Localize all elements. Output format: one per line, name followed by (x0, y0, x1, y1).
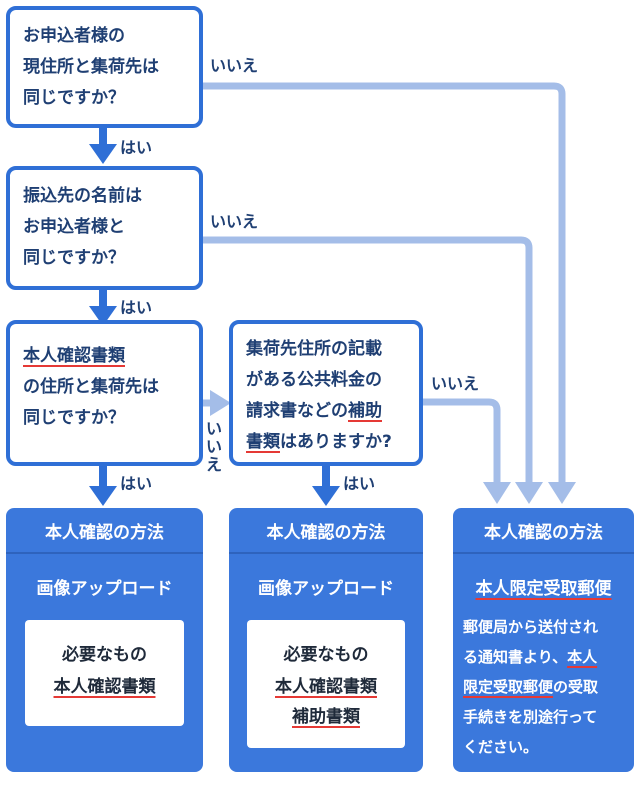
method-emphasis: 限定受取郵便 (463, 678, 554, 696)
no-label-q1: いいえ (210, 56, 259, 75)
method-emphasis: 本人 (567, 648, 598, 666)
no-arrowhead-q4 (483, 482, 511, 504)
question-4-line-4: 書類はありますか? (246, 427, 411, 458)
no-label-q2: いいえ (210, 212, 259, 231)
question-2-line-2: お申込者様と (23, 217, 125, 237)
question-2-line-3: 同じですか？ (23, 248, 125, 268)
yes-arrowhead-q3 (89, 486, 117, 506)
result-3-line-3: 限定受取郵便の受取 (463, 672, 628, 702)
question-4-line-1: 集荷先住所の記載 (246, 339, 382, 359)
result-3-line-1: 郵便局から送付され (463, 618, 599, 636)
result-3-line-2-text: る通知書より、 (463, 648, 568, 666)
result-box-3: 本人確認の方法 本人限定受取郵便 郵便局から送付され る通知書より、本人 限定受… (453, 508, 634, 772)
yes-shaft-q3 (99, 464, 107, 488)
result-box-1: 本人確認の方法 画像アップロード 必要なもの 本人確認書類 (6, 508, 203, 772)
no-arrowhead-q2 (515, 482, 543, 504)
result-2-divider (229, 552, 423, 554)
question-box-2: 振込先の名前は お申込者様と 同じですか？ (6, 166, 203, 290)
result-3-line-4: 手続きを別途行って (463, 708, 598, 726)
result-3-method: 本人限定受取郵便 (453, 574, 634, 599)
result-3-line-5: ください。 (463, 738, 539, 756)
document-emphasis: 書類 (246, 432, 280, 452)
yes-arrowhead-q1 (89, 144, 117, 164)
question-3-line-2: の住所と集荷先は (23, 377, 159, 397)
no-arrowhead-q3 (210, 390, 231, 416)
result-1-title: 本人確認の方法 (45, 523, 164, 543)
result-1-method: 画像アップロード (36, 579, 173, 599)
document-emphasis: 補助 (348, 401, 382, 421)
question-box-1: お申込者様の 現住所と集荷先は 同じですか？ (6, 6, 203, 128)
no-vertical-char-2: い (205, 437, 222, 456)
question-text-2: 振込先の名前は お申込者様と 同じですか？ (23, 181, 191, 274)
result-2-need-label: 必要なもの (283, 645, 369, 665)
yes-shaft-q2 (99, 288, 107, 308)
method-emphasis: 本人限定受取郵便 (475, 579, 612, 599)
result-3-line-2: る通知書より、本人 (463, 642, 628, 672)
no-vertical-char-1: い (205, 419, 222, 438)
no-path-q4 (421, 398, 501, 482)
result-3-title: 本人確認の方法 (484, 523, 603, 543)
no-vertical-char-3: え (205, 455, 222, 474)
result-2-item-1: 本人確認書類 (247, 672, 405, 697)
question-3-line-3: 同じですか？ (23, 408, 125, 428)
no-arrowhead-q1 (548, 482, 576, 504)
no-path-q2 (201, 236, 533, 482)
result-2-method: 画像アップロード (258, 579, 394, 599)
result-3-line-3-text: の受取 (553, 678, 599, 696)
yes-label-q1: はい (120, 138, 153, 157)
question-4-line-2: がある公共料金の (246, 370, 382, 390)
result-3-description: 郵便局から送付され る通知書より、本人 限定受取郵便の受取 手続きを別途行って … (463, 612, 628, 762)
required-document: 補助書類 (292, 707, 360, 727)
yes-shaft-q4 (322, 464, 330, 488)
result-1-requirements: 必要なもの 本人確認書類 (25, 620, 184, 726)
required-document: 本人確認書類 (53, 677, 156, 697)
no-label-q4: いいえ (431, 374, 480, 393)
result-3-divider (453, 552, 634, 554)
required-document: 本人確認書類 (275, 677, 377, 697)
document-emphasis: 本人確認書類 (23, 346, 125, 366)
question-1-line-3: 同じですか？ (23, 88, 125, 108)
no-label-q3-vertical: い い え (205, 420, 223, 474)
question-4-line-3: 請求書などの補助 (246, 396, 411, 427)
question-box-3: 本人確認書類 の住所と集荷先は 同じですか？ (6, 320, 203, 466)
question-text-3: 本人確認書類 の住所と集荷先は 同じですか？ (23, 341, 191, 434)
result-1-need-label: 必要なもの (62, 645, 147, 665)
result-1-item-1: 本人確認書類 (25, 672, 184, 697)
question-1-line-2: 現住所と集荷先は (23, 57, 159, 77)
question-box-4: 集荷先住所の記載 がある公共料金の 請求書などの補助 書類はありますか? (229, 320, 423, 466)
question-3-line-1: 本人確認書類 (23, 341, 191, 372)
result-2-item-2: 補助書類 (247, 702, 405, 727)
question-text-4: 集荷先住所の記載 がある公共料金の 請求書などの補助 書類はありますか? (246, 334, 411, 458)
yes-label-q3: はい (120, 474, 153, 493)
question-1-line-1: お申込者様の (23, 26, 125, 46)
result-2-requirements: 必要なもの 本人確認書類 補助書類 (247, 620, 405, 748)
yes-shaft-q1 (99, 126, 107, 146)
result-box-2: 本人確認の方法 画像アップロード 必要なもの 本人確認書類 補助書類 (229, 508, 423, 772)
yes-label-q4: はい (343, 474, 376, 493)
result-1-divider (6, 552, 203, 554)
yes-label-q2: はい (120, 298, 153, 317)
question-4-line-3-text: 請求書などの (246, 401, 348, 421)
yes-arrowhead-q4 (312, 486, 340, 506)
no-path-q1 (201, 82, 566, 482)
question-2-line-1: 振込先の名前は (23, 186, 142, 206)
question-text-1: お申込者様の 現住所と集荷先は 同じですか？ (23, 21, 191, 114)
question-4-line-4-text: はありますか? (280, 432, 392, 452)
result-2-title: 本人確認の方法 (266, 523, 386, 543)
yes-arrowhead-q2 (89, 306, 117, 326)
